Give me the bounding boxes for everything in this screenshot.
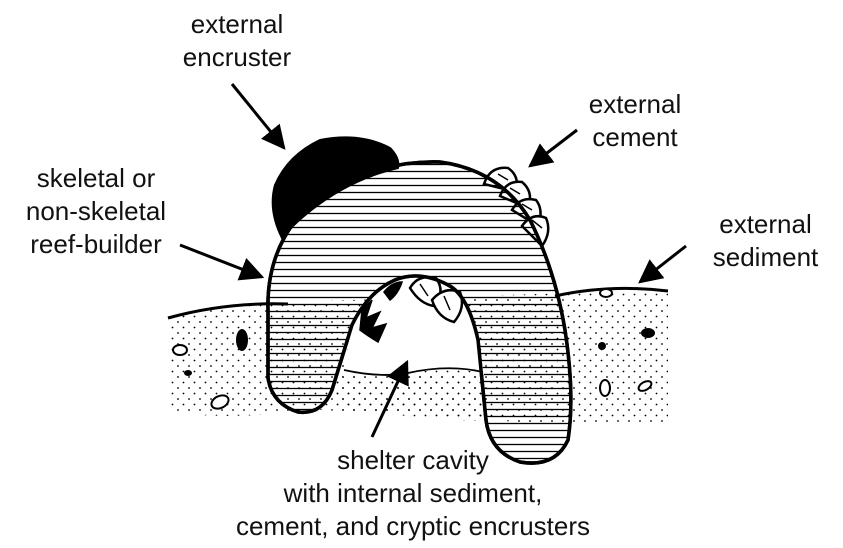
arrow-external-encruster — [232, 84, 284, 148]
label-external-cement: external cement — [560, 88, 710, 154]
arrow-reef-builder — [180, 245, 262, 277]
label-external-sediment: external sediment — [688, 208, 843, 274]
label-external-encruster: external encruster — [162, 8, 312, 74]
internal-sediment — [332, 370, 486, 421]
arrow-external-sediment — [640, 246, 686, 282]
label-reef-builder: skeletal or non-skeletal reef-builder — [2, 162, 190, 261]
label-shelter-cavity: shelter cavity with internal sediment, c… — [203, 444, 623, 543]
